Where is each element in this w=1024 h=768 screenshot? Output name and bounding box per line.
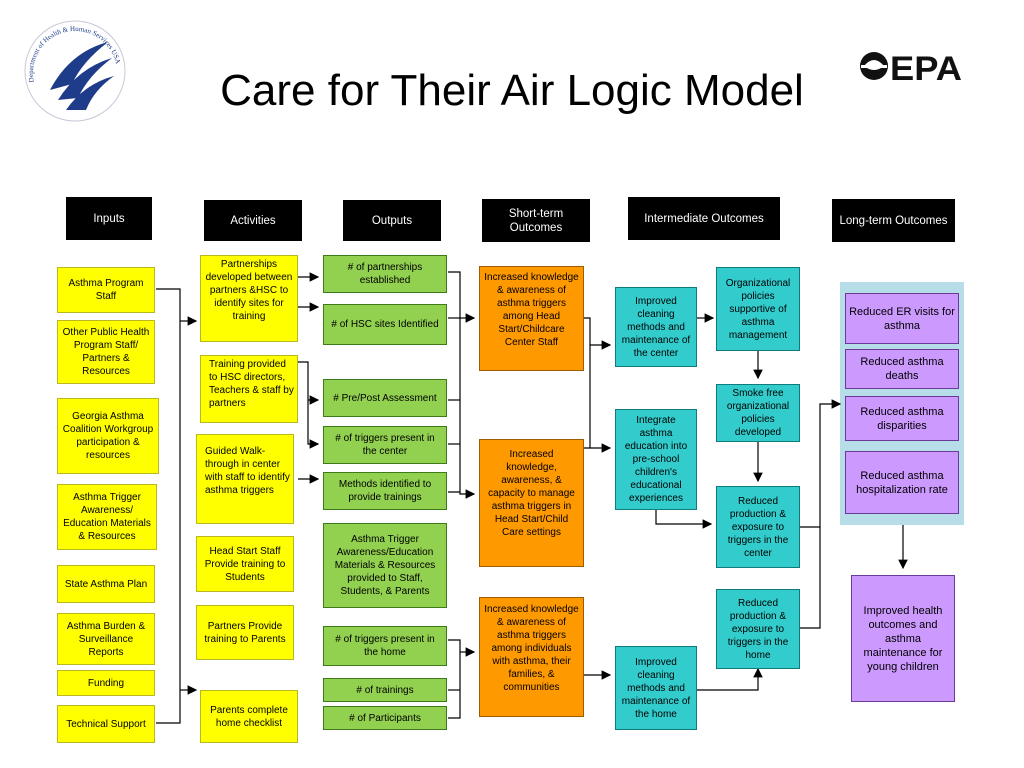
input-box: State Asthma Plan	[57, 565, 155, 603]
header-outputs: Outputs	[343, 200, 441, 241]
header-activities: Activities	[204, 200, 302, 241]
intermediate-box: Improved cleaning methods and maintenanc…	[615, 287, 697, 367]
header-intermediate: Intermediate Outcomes	[628, 197, 780, 240]
short-term-box: Increased knowledge & awareness of asthm…	[479, 266, 584, 371]
input-box: Asthma Trigger Awareness/ Education Mate…	[57, 484, 157, 550]
output-box: # of triggers present in the home	[323, 626, 447, 666]
activity-box: Training provided to HSC directors, Teac…	[200, 355, 298, 423]
hhs-logo: Department of Health & Human Services US…	[20, 12, 130, 130]
intermediate-box: Integrate asthma education into pre-scho…	[615, 409, 697, 510]
long-term-box: Reduced ER visits for asthma	[845, 293, 959, 344]
output-box: # of HSC sites Identified	[323, 304, 447, 345]
output-box: Asthma Trigger Awareness/Education Mater…	[323, 523, 447, 608]
input-box: Other Public Health Program Staff/ Partn…	[57, 320, 155, 384]
intermediate-box: Organizational policies supportive of as…	[716, 267, 800, 351]
output-box: Methods identified to provide trainings	[323, 472, 447, 510]
activity-box: Partnerships developed between partners …	[200, 255, 298, 342]
page-title: Care for Their Air Logic Model	[220, 66, 804, 115]
epa-logo: EPA	[856, 48, 968, 88]
header-short-term: Short-term Outcomes	[482, 199, 590, 242]
long-term-box: Reduced asthma hospitalization rate	[845, 451, 959, 514]
activity-box: Head Start Staff Provide training to Stu…	[196, 536, 294, 592]
short-term-box: Increased knowledge & awareness of asthm…	[479, 597, 584, 717]
header-long-term: Long-term Outcomes	[832, 199, 955, 242]
epa-logo-text: EPA	[890, 50, 962, 88]
output-box: # of triggers present in the center	[323, 426, 447, 464]
output-box: # of Participants	[323, 706, 447, 730]
short-term-box: Increased knowledge, awareness, & capaci…	[479, 439, 584, 567]
input-box: Funding	[57, 670, 155, 696]
intermediate-box: Smoke free organizational policies devel…	[716, 384, 800, 442]
intermediate-box: Reduced production & exposure to trigger…	[716, 589, 800, 669]
output-box: # of partnerships established	[323, 255, 447, 293]
input-box: Asthma Burden & Surveillance Reports	[57, 613, 155, 665]
intermediate-box: Improved cleaning methods and maintenanc…	[615, 646, 697, 730]
output-box: # of trainings	[323, 678, 447, 702]
input-box: Technical Support	[57, 705, 155, 743]
header-inputs: Inputs	[66, 197, 152, 240]
final-outcome-box: Improved health outcomes and asthma main…	[851, 575, 955, 702]
intermediate-box: Reduced production & exposure to trigger…	[716, 486, 800, 568]
input-box: Asthma Program Staff	[57, 267, 155, 313]
input-box: Georgia Asthma Coalition Workgroup parti…	[57, 398, 159, 474]
activity-box: Guided Walk-through in center with staff…	[196, 434, 294, 524]
long-term-box: Reduced asthma deaths	[845, 349, 959, 389]
long-term-box: Reduced asthma disparities	[845, 396, 959, 441]
activity-box: Parents complete home checklist	[200, 690, 298, 743]
output-box: # Pre/Post Assessment	[323, 379, 447, 417]
activity-box: Partners Provide training to Parents	[196, 605, 294, 660]
